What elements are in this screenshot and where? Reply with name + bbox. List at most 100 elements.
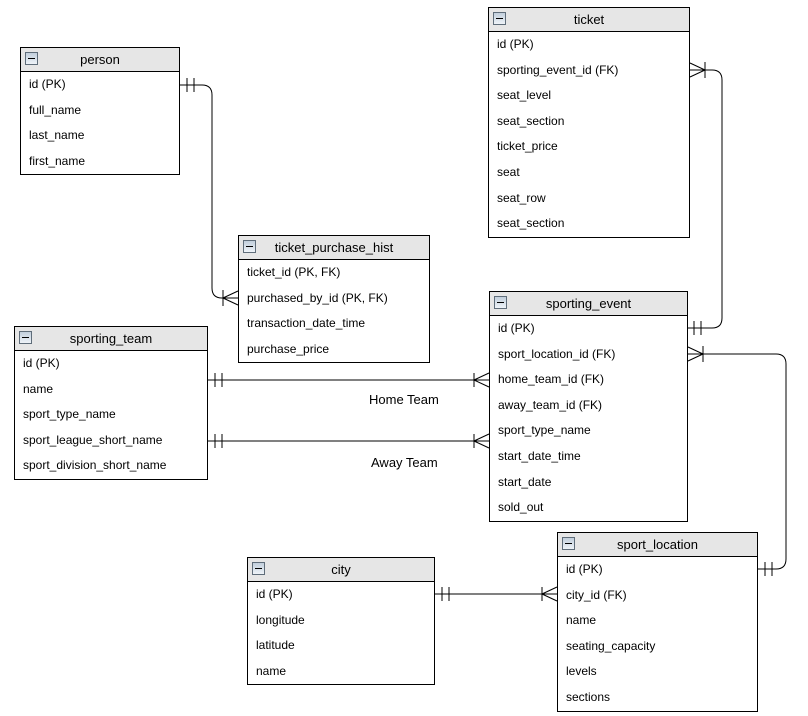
field-row: sport_division_short_name xyxy=(23,458,167,473)
entity-city-header: city xyxy=(248,558,434,582)
field-row: sport_league_short_name xyxy=(23,432,163,447)
field-row: city_id (FK) xyxy=(566,587,627,602)
field-row: name xyxy=(256,663,287,678)
field-row: seat_row xyxy=(497,190,546,205)
edge-line[interactable] xyxy=(688,353,787,570)
entity-sporting_team-fields: id (PK) name sport_type_name sport_leagu… xyxy=(15,351,207,479)
entity-sporting_event-fields: id (PK) sport_location_id (FK) home_team… xyxy=(490,316,687,521)
field-row: id (PK) xyxy=(498,321,535,335)
field-row: sport_type_name xyxy=(498,423,591,438)
field-row: id (PK) xyxy=(497,37,534,51)
one-marker xyxy=(214,373,223,387)
field-row: seat_section xyxy=(497,113,565,128)
entity-sporting_event[interactable]: sporting_event id (PK) sport_location_id… xyxy=(489,291,688,522)
edge-city-sport_location[interactable] xyxy=(435,586,558,602)
entity-title: ticket xyxy=(573,12,605,27)
entity-ticket[interactable]: ticket id (PK) sporting_event_id (FK) se… xyxy=(488,7,690,238)
one-marker xyxy=(693,321,702,335)
field-row: first_name xyxy=(29,153,86,168)
entity-title: city xyxy=(331,562,351,577)
collapse-icon[interactable] xyxy=(252,562,265,575)
collapse-icon[interactable] xyxy=(243,240,256,253)
entity-sport_location-header: sport_location xyxy=(558,533,757,557)
entity-sporting_team-header: sporting_team xyxy=(15,327,207,351)
minus-icon xyxy=(22,337,29,338)
collapse-icon[interactable] xyxy=(493,12,506,25)
field-row: id (PK) xyxy=(566,562,603,576)
field-row: id (PK) xyxy=(29,77,66,91)
field-row: sport_location_id (FK) xyxy=(498,346,616,361)
entity-person-header: person xyxy=(21,48,179,72)
field-row: id (PK) xyxy=(23,356,60,370)
entity-city[interactable]: city id (PK) longitude latitude name xyxy=(247,557,435,686)
many-marker xyxy=(473,372,490,388)
field-row: latitude xyxy=(256,638,295,653)
entity-ticket-header: ticket xyxy=(489,8,689,32)
one-marker xyxy=(441,587,450,601)
field-row: transaction_date_time xyxy=(247,316,366,331)
minus-icon xyxy=(28,58,35,59)
entity-title: sport_location xyxy=(617,537,698,552)
entity-person-fields: id (PK) full_name last_name first_name xyxy=(21,72,179,175)
many-marker xyxy=(541,586,558,602)
field-row: levels xyxy=(566,664,597,679)
field-row: away_team_id (FK) xyxy=(498,397,603,412)
field-row: purchased_by_id (PK, FK) xyxy=(247,290,388,305)
minus-icon xyxy=(255,568,262,569)
minus-icon xyxy=(246,246,253,247)
many-marker xyxy=(473,433,490,449)
field-row: sport_type_name xyxy=(23,407,116,422)
field-row: seat xyxy=(497,164,520,179)
edge-ticket-sporting_event[interactable] xyxy=(688,62,723,335)
entity-city-fields: id (PK) longitude latitude name xyxy=(248,582,434,685)
entity-title: person xyxy=(80,52,120,67)
many-marker xyxy=(222,290,239,306)
entity-ticket_purchase_hist-header: ticket_purchase_hist xyxy=(239,236,429,260)
field-row: home_team_id (FK) xyxy=(498,372,605,387)
field-row: longitude xyxy=(256,612,305,627)
edge-line[interactable] xyxy=(180,84,238,299)
edge-sporting_team-sporting_event-away[interactable] xyxy=(208,433,490,449)
field-row: purchase_price xyxy=(247,341,330,356)
collapse-icon[interactable] xyxy=(562,537,575,550)
entity-title: ticket_purchase_hist xyxy=(274,240,394,255)
one-marker xyxy=(764,562,773,576)
entity-sporting_team[interactable]: sporting_team id (PK) name sport_type_na… xyxy=(14,326,208,480)
collapse-icon[interactable] xyxy=(25,52,38,65)
entity-ticket_purchase_hist[interactable]: ticket_purchase_hist ticket_id (PK, FK) … xyxy=(238,235,430,364)
collapse-icon[interactable] xyxy=(19,331,32,344)
one-marker xyxy=(214,434,223,448)
field-row: start_date_time xyxy=(498,448,581,463)
edge-sporting_team-sporting_event-home[interactable] xyxy=(208,372,490,388)
entity-title: sporting_team xyxy=(69,331,153,346)
field-row: ticket_id (PK, FK) xyxy=(247,265,341,279)
entity-person[interactable]: person id (PK) full_name last_name first… xyxy=(20,47,180,176)
entity-ticket-fields: id (PK) sporting_event_id (FK) seat_leve… xyxy=(489,32,689,237)
field-row: full_name xyxy=(29,102,82,117)
entity-ticket_purchase_hist-fields: ticket_id (PK, FK) purchased_by_id (PK, … xyxy=(239,260,429,363)
collapse-icon[interactable] xyxy=(494,296,507,309)
entity-title: sporting_event xyxy=(545,296,632,311)
minus-icon xyxy=(496,18,503,19)
field-row: start_date xyxy=(498,474,552,489)
field-row: seat_level xyxy=(497,88,552,103)
field-row: sections xyxy=(566,689,611,704)
field-row: sold_out xyxy=(498,500,544,515)
field-row: name xyxy=(566,613,597,628)
minus-icon xyxy=(565,543,572,544)
entity-sporting_event-header: sporting_event xyxy=(490,292,687,316)
one-marker xyxy=(186,78,195,92)
many-marker xyxy=(689,62,706,78)
field-row: name xyxy=(23,381,54,396)
field-row: ticket_price xyxy=(497,139,558,154)
edge-person-ticket_purchase_hist[interactable] xyxy=(180,78,239,306)
entity-sport_location-fields: id (PK) city_id (FK) name seating_capaci… xyxy=(558,557,757,711)
edge-sporting_event-sport_location[interactable] xyxy=(687,346,787,576)
edge-line[interactable] xyxy=(688,69,723,329)
field-row: id (PK) xyxy=(256,587,293,601)
field-row: seating_capacity xyxy=(566,638,656,653)
entity-sport_location[interactable]: sport_location id (PK) city_id (FK) name… xyxy=(557,532,758,712)
many-marker xyxy=(687,346,704,362)
relationship-label-away-team: Away Team xyxy=(371,455,438,470)
